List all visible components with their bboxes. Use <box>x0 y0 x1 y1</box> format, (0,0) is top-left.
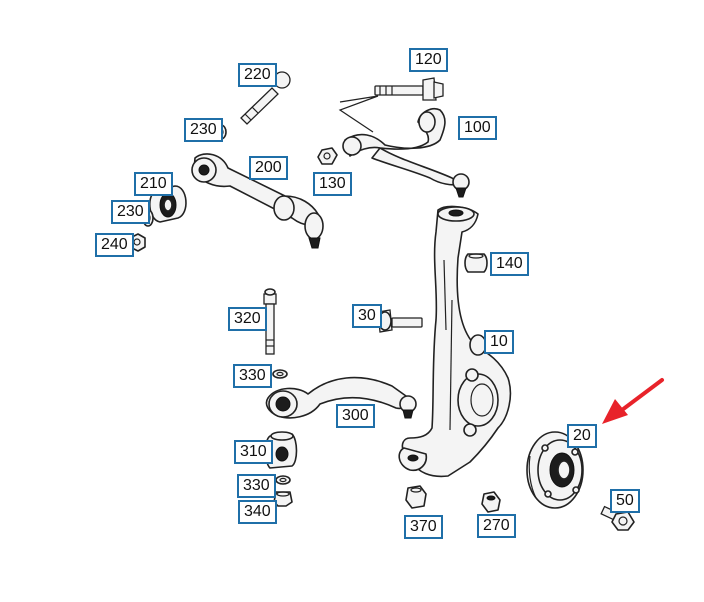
callout-330-lower: 330 <box>237 474 276 498</box>
pointer-arrow <box>602 378 664 424</box>
callout-200: 200 <box>249 156 288 180</box>
callout-20: 20 <box>567 424 597 448</box>
callout-310: 310 <box>234 440 273 464</box>
callout-10: 10 <box>484 330 514 354</box>
upper-control-arm-100 <box>342 107 470 198</box>
nut-140 <box>464 253 488 273</box>
callout-30: 30 <box>352 304 382 328</box>
washer-330-lower <box>275 475 291 485</box>
callout-230-top: 230 <box>184 118 223 142</box>
nut-270 <box>481 491 501 513</box>
bushing-310 <box>264 431 298 469</box>
steering-knuckle-10 <box>398 205 512 478</box>
bolt-120 <box>374 77 444 101</box>
callout-370: 370 <box>404 515 443 539</box>
callout-270: 270 <box>477 514 516 538</box>
lower-control-arm-300 <box>265 376 417 419</box>
nut-130 <box>317 147 338 165</box>
nut-370 <box>405 485 427 509</box>
bolt-320 <box>263 288 277 355</box>
callout-300: 300 <box>336 404 375 428</box>
control-arm-200 <box>191 153 324 249</box>
callout-210: 210 <box>134 172 173 196</box>
callout-220: 220 <box>238 63 277 87</box>
callout-340: 340 <box>238 500 277 524</box>
callout-130: 130 <box>313 172 352 196</box>
callout-100: 100 <box>458 116 497 140</box>
callout-320: 320 <box>228 307 267 331</box>
washer-330-top <box>272 369 288 379</box>
callout-120: 120 <box>409 48 448 72</box>
callout-50: 50 <box>610 489 640 513</box>
bolt-220 <box>240 71 291 125</box>
callout-330-top: 330 <box>233 364 272 388</box>
callout-240: 240 <box>95 233 134 257</box>
callout-140: 140 <box>490 252 529 276</box>
bolt-30 <box>377 309 423 333</box>
hub-bearing-20 <box>526 431 584 509</box>
callout-230-lower: 230 <box>111 200 150 224</box>
